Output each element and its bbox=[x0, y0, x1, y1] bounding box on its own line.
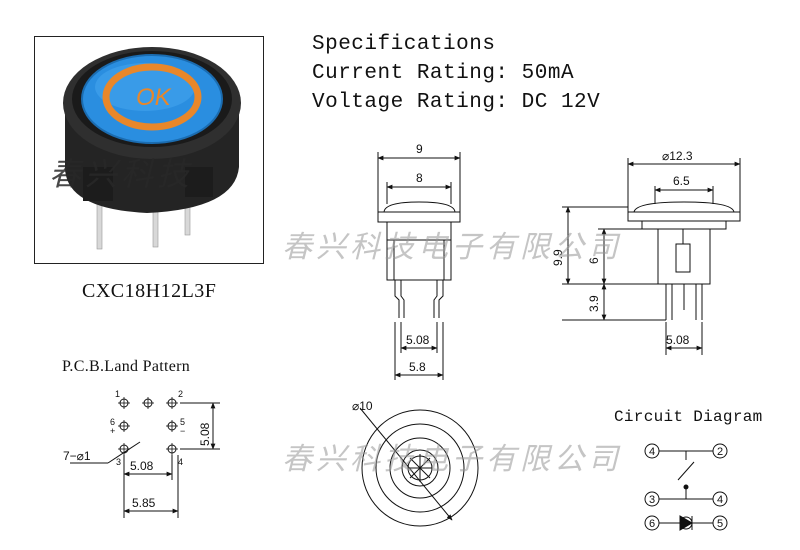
cap-ok-glyph: OK bbox=[136, 84, 172, 111]
product-photo: OK 春兴科技 bbox=[34, 36, 264, 264]
side-dim-body: 6 bbox=[587, 257, 601, 264]
pcb-pin-6: 6 bbox=[110, 417, 115, 427]
circuit-title: Circuit Diagram bbox=[614, 408, 763, 426]
side-dim-pin-len: 3.9 bbox=[587, 295, 601, 312]
pcb-pin-5: 5 bbox=[180, 417, 185, 427]
pcb-dim-v: 5.08 bbox=[198, 422, 212, 446]
model-number: CXC18H12L3F bbox=[82, 280, 217, 302]
top-dim-diameter: ⌀10 bbox=[352, 399, 373, 413]
circuit-node-2: 2 bbox=[717, 446, 723, 458]
circuit-node-5: 5 bbox=[717, 518, 723, 530]
pcb-land-pattern bbox=[70, 397, 220, 518]
pcb-hole-label: 7−⌀1 bbox=[63, 449, 91, 463]
circuit-diagram bbox=[644, 443, 728, 531]
watermark-upper: 春兴科技电子有限公司 bbox=[282, 230, 622, 265]
spec-current: Current Rating: 50mA bbox=[312, 62, 575, 85]
pcb-pin-1: 1 bbox=[115, 389, 120, 399]
pcb-pin-4: 4 bbox=[178, 457, 183, 467]
pcb-minus: − bbox=[180, 426, 185, 436]
pcb-dim-h: 5.08 bbox=[130, 459, 154, 473]
pcb-pin-2: 2 bbox=[178, 389, 183, 399]
circuit-node-4b: 4 bbox=[717, 494, 723, 506]
front-dim-inner: 8 bbox=[416, 171, 423, 185]
circuit-node-4a: 4 bbox=[649, 446, 655, 458]
front-view bbox=[377, 152, 461, 380]
push-button-illustration: OK bbox=[63, 47, 241, 250]
front-dim-top: 9 bbox=[416, 142, 423, 156]
watermark-lower: 春兴科技电子有限公司 bbox=[282, 442, 622, 477]
side-dim-diameter: ⌀12.3 bbox=[662, 149, 693, 163]
spec-voltage: Voltage Rating: DC 12V bbox=[312, 91, 601, 114]
pcb-dim-total: 5.85 bbox=[132, 496, 156, 510]
front-dim-bottom: 5.8 bbox=[409, 360, 426, 374]
side-dim-inner: 6.5 bbox=[673, 174, 690, 188]
spec-title: Specifications bbox=[312, 33, 496, 56]
side-view bbox=[562, 158, 741, 355]
side-dim-pin: 5.08 bbox=[666, 333, 690, 347]
pcb-plus: + bbox=[110, 426, 115, 436]
pcb-pin-3: 3 bbox=[116, 457, 121, 467]
circuit-node-6: 6 bbox=[649, 518, 655, 530]
top-view bbox=[359, 407, 479, 527]
photo-watermark: 春兴科技 bbox=[49, 155, 194, 193]
pcb-title: P.C.B.Land Pattern bbox=[62, 358, 191, 375]
side-dim-height: 9.9 bbox=[551, 249, 565, 266]
front-dim-pin: 5.08 bbox=[406, 333, 430, 347]
circuit-node-3: 3 bbox=[649, 494, 655, 506]
